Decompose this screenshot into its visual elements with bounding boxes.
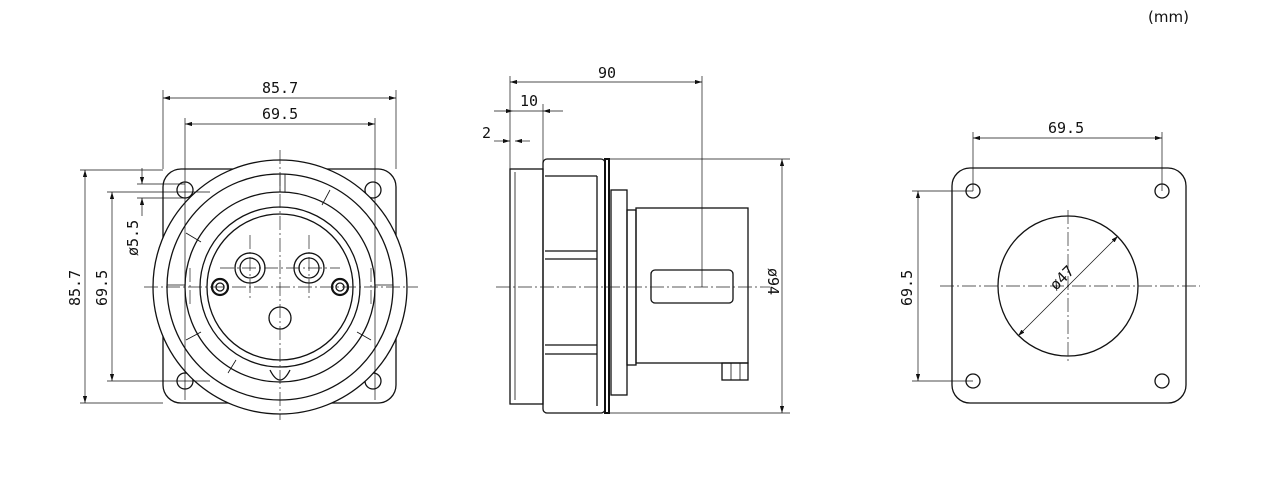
dim-cutout-diameter: ø47	[1046, 262, 1078, 294]
side-view: 90 10 2 ø94	[482, 64, 790, 414]
dim-cutout-hole-spacing-h: 69.5	[1048, 119, 1084, 137]
front-view: 85.7 69.5 85.7 69.5 ø5.5	[66, 79, 418, 420]
dim-hole-spacing-v: 69.5	[93, 270, 111, 306]
dim-depth-overall: 90	[598, 64, 616, 82]
rear-flange	[610, 189, 628, 396]
ring-ribs	[167, 174, 393, 374]
dim-body-diameter: ø94	[764, 268, 782, 295]
foot	[721, 362, 749, 381]
rear-housing	[635, 207, 749, 364]
dim-height-overall: 85.7	[66, 270, 84, 306]
cutout-plate	[951, 167, 1187, 404]
label-window	[650, 269, 734, 304]
dim-cutout-hole-spacing-v: 69.5	[898, 270, 916, 306]
unit-label: (mm)	[1148, 8, 1189, 26]
main-body	[542, 158, 606, 414]
dim-plate-thickness: 2	[482, 124, 491, 142]
dim-flange-depth: 10	[520, 92, 538, 110]
dim-hole-diameter: ø5.5	[124, 220, 142, 256]
dim-hole-spacing-h: 69.5	[262, 105, 298, 123]
cutout-view: ø47 69.5 69.5	[898, 119, 1200, 404]
dim-width-overall: 85.7	[262, 79, 298, 97]
